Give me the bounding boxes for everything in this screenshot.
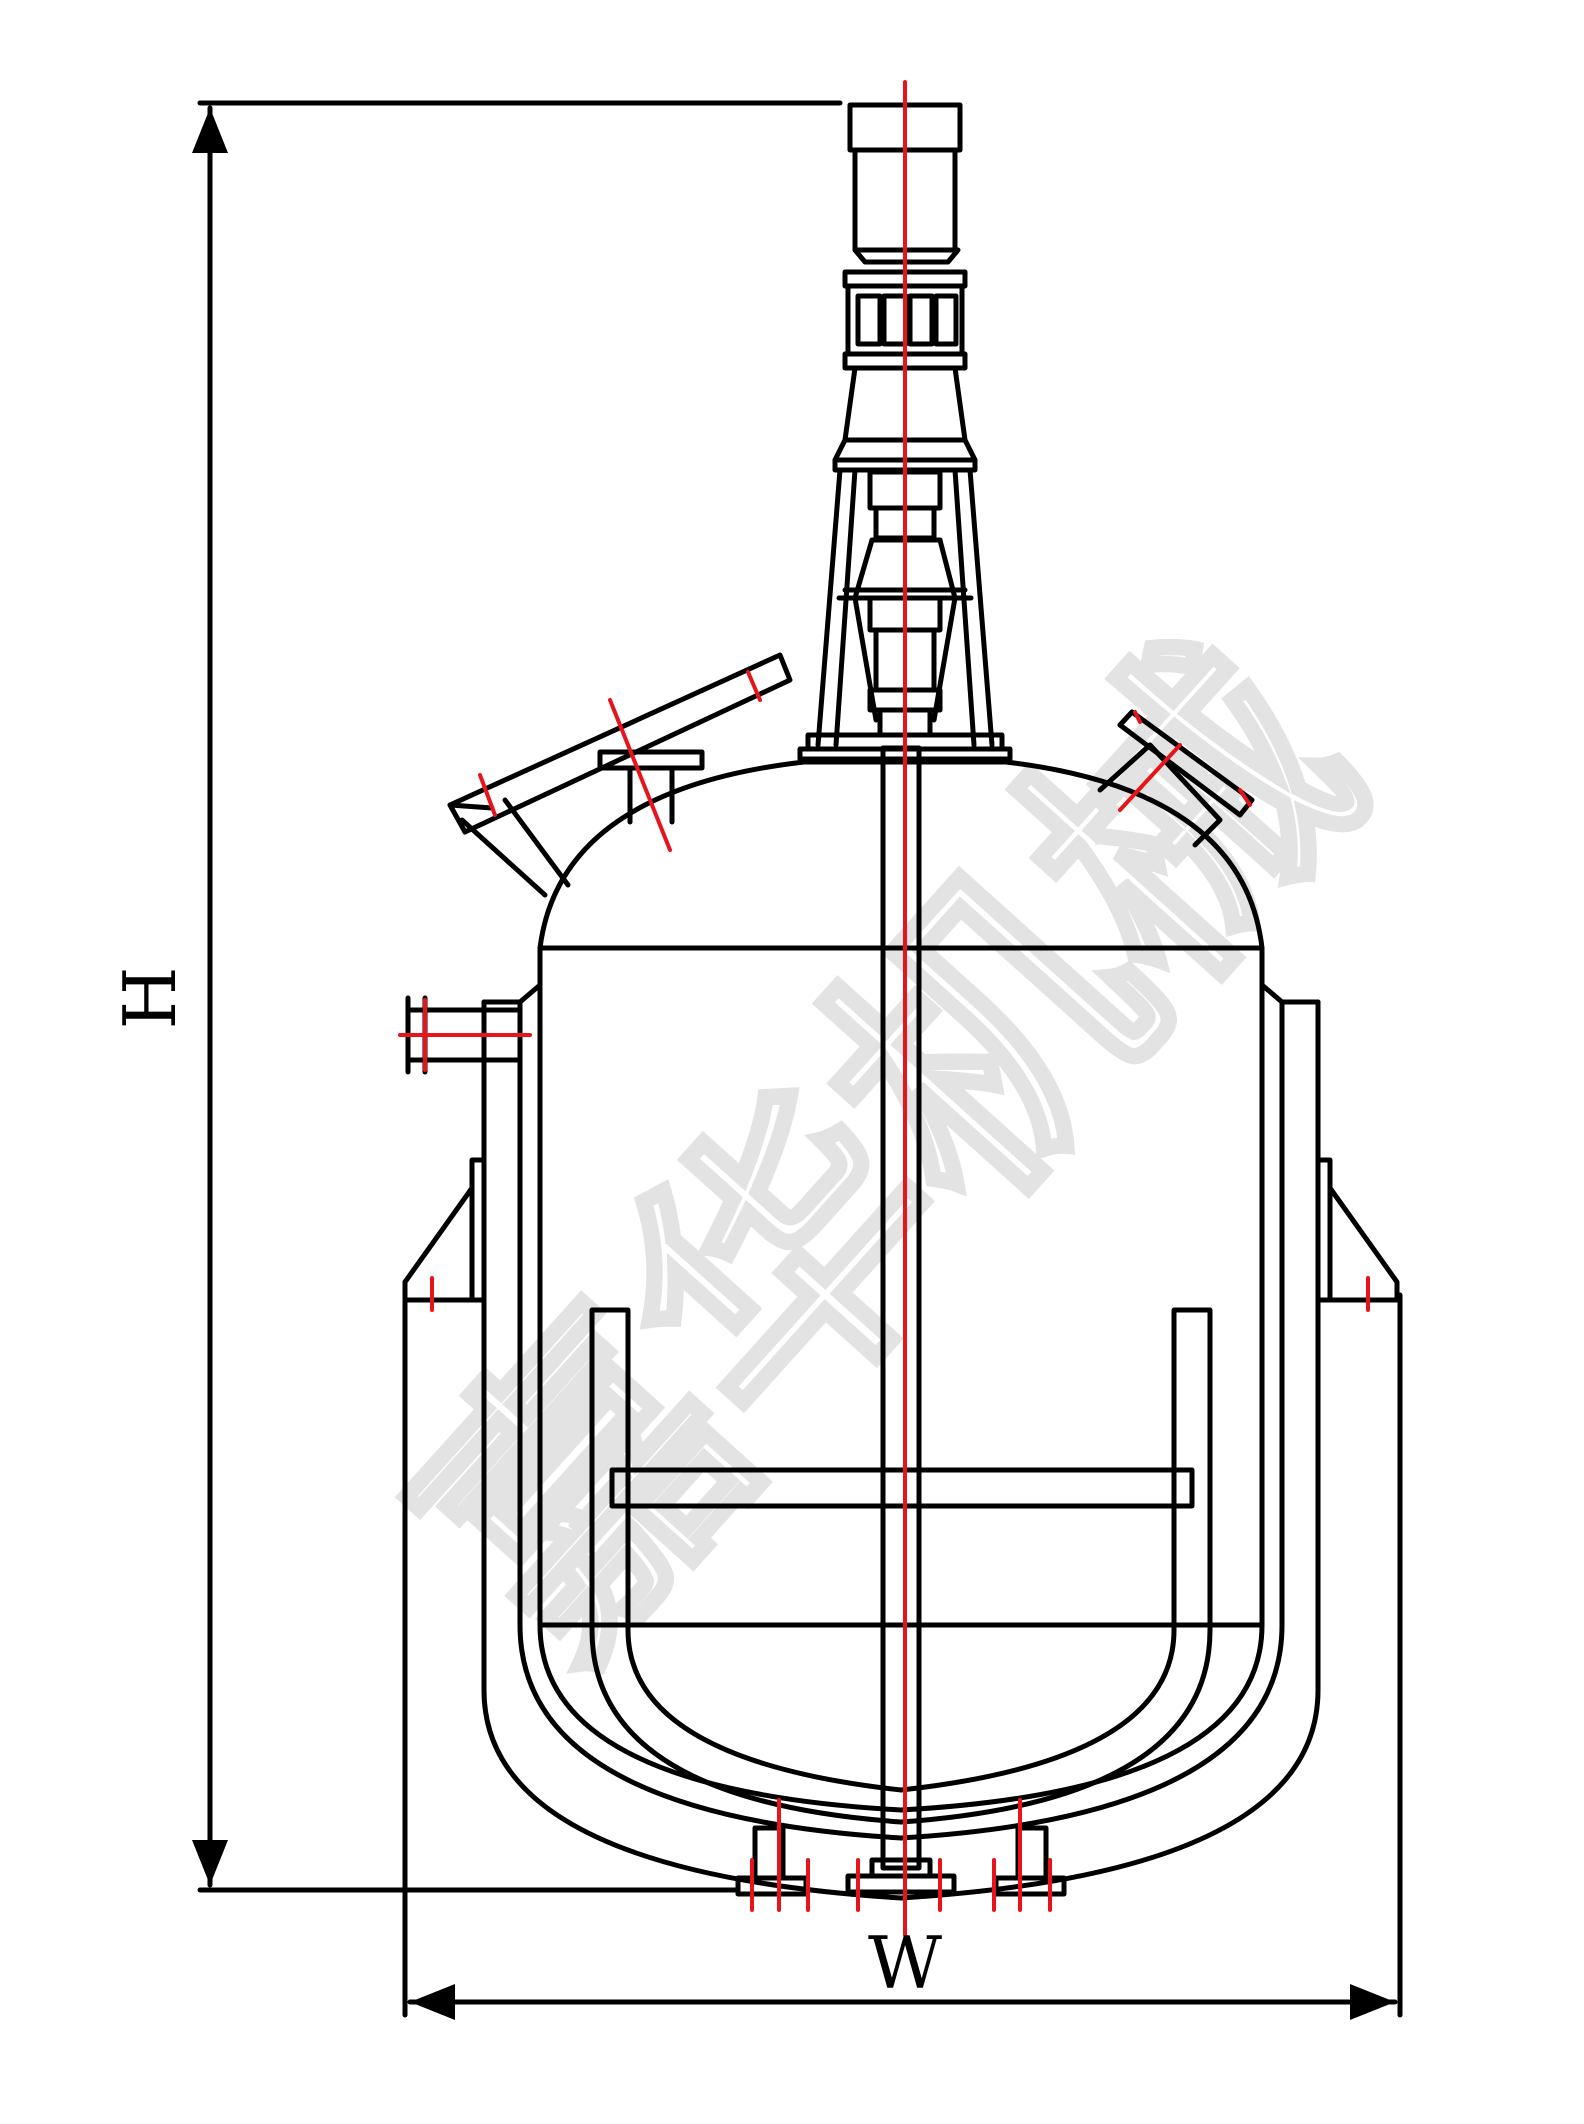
support-lugs bbox=[402, 1157, 1400, 1303]
vessel-body bbox=[537, 759, 1265, 1813]
center-lines bbox=[398, 80, 1370, 1937]
inclined-nozzle bbox=[447, 652, 793, 898]
t-nozzle bbox=[597, 749, 705, 825]
jacket bbox=[481, 982, 1321, 1901]
width-label: W bbox=[868, 1921, 942, 2005]
anchor-agitator bbox=[589, 745, 1213, 1871]
height-dimension bbox=[192, 100, 843, 1893]
sight-glass-nozzle bbox=[1097, 709, 1255, 848]
width-dimension bbox=[402, 1292, 1403, 2020]
height-label: H bbox=[108, 967, 192, 1030]
